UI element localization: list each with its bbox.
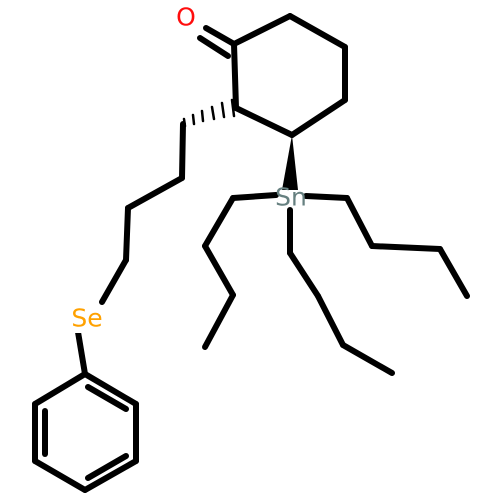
butyl-bond	[202, 243, 236, 298]
butyl-bond	[340, 342, 395, 376]
ring-bond	[287, 13, 348, 50]
ring-bond	[289, 97, 348, 138]
hash-line	[200, 109, 205, 123]
carbonyl-double-bond	[197, 25, 237, 59]
butyl-bond	[437, 246, 470, 299]
atom-oxygen: O	[175, 3, 199, 32]
chain-bond	[99, 257, 129, 305]
ring-bond	[82, 458, 139, 493]
ring-bond	[32, 458, 88, 493]
alkyl-chain-to-selenium	[99, 121, 186, 305]
aromatic-inner-bond	[85, 453, 129, 481]
hashed-wedge-bond	[182, 98, 236, 128]
chain-bond	[125, 175, 185, 211]
oxygen-label-bg	[175, 4, 199, 32]
chain-bond	[123, 205, 131, 263]
ring-bond	[231, 13, 293, 47]
butyl-chain-up-left	[202, 192, 279, 350]
solid-wedge-bond	[282, 135, 298, 190]
butyl-bond	[202, 195, 236, 249]
carbonyl-bond-b	[197, 35, 231, 59]
phenyl-ring	[32, 371, 139, 493]
hash-line	[230, 98, 236, 118]
hash-line	[220, 101, 226, 119]
atom-selenium: Se	[68, 304, 106, 333]
hash-line	[210, 105, 216, 121]
butyl-bond	[287, 250, 321, 299]
selenium-label: Se	[71, 304, 102, 333]
oxygen-label: O	[176, 3, 196, 32]
cyclohexanone-ring	[231, 13, 348, 138]
selenium-label-bg	[68, 305, 106, 333]
butyl-bond	[315, 293, 346, 348]
atom-tin: Sn	[275, 183, 307, 212]
butyl-chain-down	[287, 207, 395, 376]
chain-bond	[179, 121, 186, 181]
tin-label: Sn	[275, 183, 307, 212]
butyl-chain-right	[303, 193, 470, 299]
ring-bond	[32, 371, 88, 407]
butyl-bond	[303, 193, 350, 201]
butyl-bond	[369, 243, 443, 252]
carbonyl-bond-a	[203, 25, 237, 47]
selenium-phenyl-bond	[75, 329, 88, 377]
butyl-bond	[202, 292, 236, 350]
ring-bond	[231, 41, 239, 111]
ring-bond	[82, 371, 139, 407]
ring-bond	[233, 105, 295, 138]
butyl-bond	[230, 192, 279, 201]
hash-line	[191, 113, 196, 126]
butyl-bond	[344, 195, 375, 249]
aromatic-inner-bond	[85, 384, 129, 412]
